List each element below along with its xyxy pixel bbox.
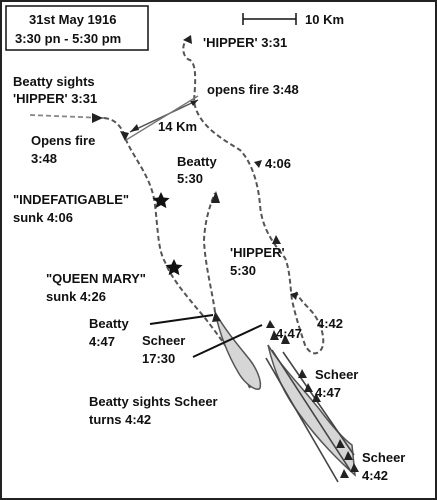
hipper-track-arrow (254, 160, 262, 168)
label-scheer-447-time: 4:47 (315, 385, 341, 400)
range-arrow-left (130, 124, 139, 132)
label-beatty-530-time: 5:30 (177, 171, 203, 186)
hipper-447-arrow (266, 320, 275, 328)
legend-time-range: 3:30 pn - 5:30 pm (15, 31, 121, 46)
label-hipper-331: 'HIPPER' 3:31 (203, 35, 287, 50)
label-scheer-1730: Scheer (142, 333, 185, 348)
hipper-track (182, 37, 325, 355)
label-scheer-442: Scheer (362, 450, 405, 465)
hipper-north-arrow (272, 235, 281, 244)
label-beatty-sights-hipper: 'HIPPER' 3:31 (13, 91, 97, 106)
scheer-columns (265, 349, 355, 483)
label-distance: 14 Km (158, 119, 197, 134)
label-hipper-442: 4:42 (317, 316, 343, 331)
label-beatty-opens-fire: Opens fire (31, 133, 95, 148)
label-indefatigable-sunk: sunk 4:06 (13, 210, 73, 225)
label-scheer-442-time: 4:42 (362, 468, 388, 483)
indefatigable-sunk-star (152, 192, 170, 209)
label-hipper-530: 'HIPPER' (230, 245, 285, 260)
queen-mary-sunk-star (165, 259, 183, 276)
beatty-course-arrow (120, 131, 129, 141)
beatty-north-arrow (211, 191, 220, 203)
beatty-approach-arrow (92, 113, 103, 123)
fire-line (125, 95, 199, 141)
label-hipper-530-time: 5:30 (230, 263, 256, 278)
legend-box: 31st May 1916 3:30 pn - 5:30 pm (5, 5, 149, 51)
label-hipper-opens-fire: opens fire 3:48 (207, 82, 299, 97)
label-beatty-447-time: 4:47 (89, 334, 115, 349)
label-beatty-sights: Beatty sights (13, 74, 95, 89)
hipper-start-arrow (183, 35, 192, 44)
legend-date: 31st May 1916 (29, 12, 116, 27)
label-queen-mary-sunk: sunk 4:26 (46, 289, 106, 304)
label-beatty-530: Beatty (177, 154, 218, 169)
label-beatty-turns: turns 4:42 (89, 412, 151, 427)
beatty-north-track (202, 192, 216, 313)
label-beatty-447: Beatty (89, 316, 130, 331)
label-beatty-sights-scheer: Beatty sights Scheer (89, 394, 218, 409)
scale-label: 10 Km (305, 12, 344, 27)
beatty-447-pointer (149, 314, 214, 325)
scheer-1730-pointer (192, 324, 263, 358)
beatty-approach-track (29, 114, 105, 119)
label-scheer-447: Scheer (315, 367, 358, 382)
scale-bar: 10 Km (242, 12, 344, 27)
label-indefatigable: "INDEFATIGABLE" (13, 192, 129, 207)
range-arrow-right (190, 100, 198, 106)
label-hipper-406: 4:06 (265, 156, 291, 171)
beatty-turn-loop (214, 311, 262, 390)
label-queen-mary: "QUEEN MARY" (46, 271, 146, 286)
hipper-return-arrow (290, 292, 298, 300)
beatty-turn-arrow (212, 312, 221, 322)
scheer-arrows (270, 330, 359, 478)
label-beatty-opens-fire-time: 3:48 (31, 151, 57, 166)
label-hipper-447: 4:47 (276, 326, 302, 341)
label-scheer-1730-time: 17:30 (142, 351, 175, 366)
